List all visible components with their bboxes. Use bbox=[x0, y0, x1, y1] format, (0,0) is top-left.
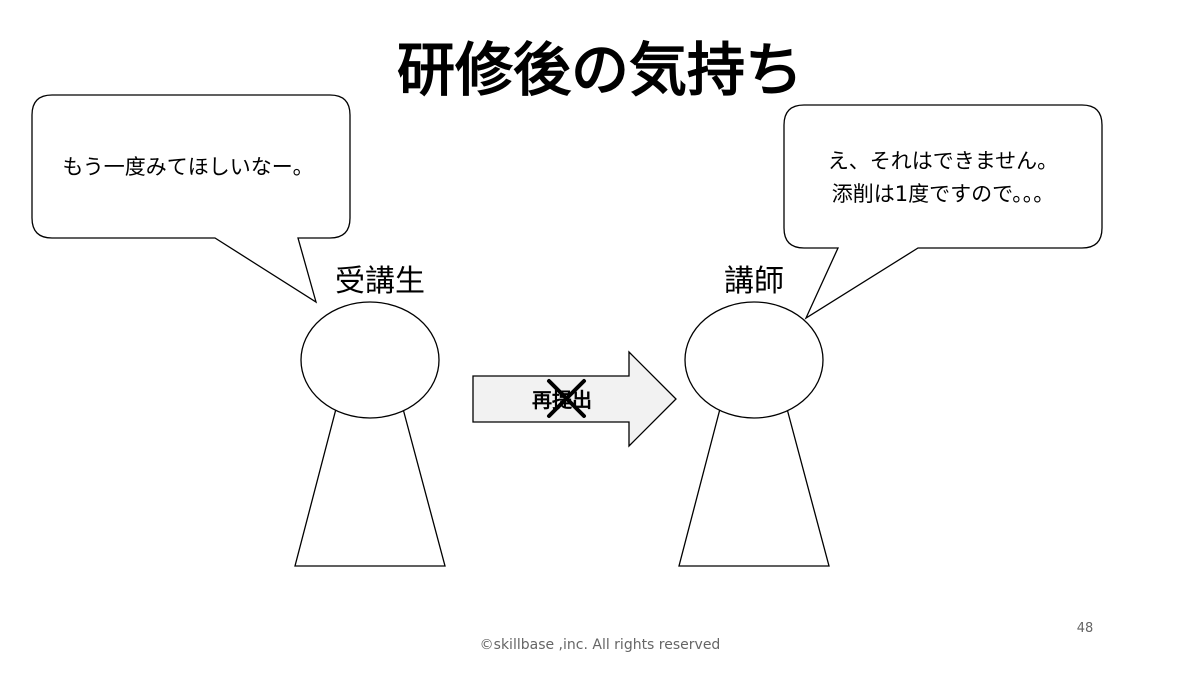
instructor-head bbox=[684, 301, 824, 419]
cross-mark-icon bbox=[547, 379, 586, 418]
student-speech-bubble: もう一度みてほしいなー。 bbox=[31, 94, 351, 304]
instructor-speech-line-2: 添削は1度ですので。。。 bbox=[832, 182, 1055, 206]
resubmit-arrow: 再提出 bbox=[472, 350, 677, 448]
instructor-figure bbox=[678, 301, 830, 567]
instructor-label: 講師 bbox=[724, 264, 784, 299]
student-bubble-shape bbox=[31, 94, 351, 304]
instructor-speech-line-1: え、それはできません。 bbox=[828, 149, 1058, 173]
copyright-footer: ©skillbase ,inc. All rights reserved bbox=[480, 637, 721, 653]
student-head bbox=[300, 301, 440, 419]
student-body bbox=[294, 404, 446, 567]
instructor-bubble-shape bbox=[783, 104, 1103, 320]
page-number: 48 bbox=[1077, 621, 1094, 636]
instructor-speech-bubble: え、それはできません。 添削は1度ですので。。。 bbox=[783, 104, 1103, 320]
slide-title: 研修後の気持ち bbox=[397, 36, 803, 104]
student-label: 受講生 bbox=[335, 264, 425, 299]
arrow-shape bbox=[472, 350, 677, 448]
instructor-body bbox=[678, 404, 830, 567]
student-speech-text: もう一度みてほしいなー。 bbox=[62, 155, 313, 179]
student-figure bbox=[294, 301, 446, 567]
